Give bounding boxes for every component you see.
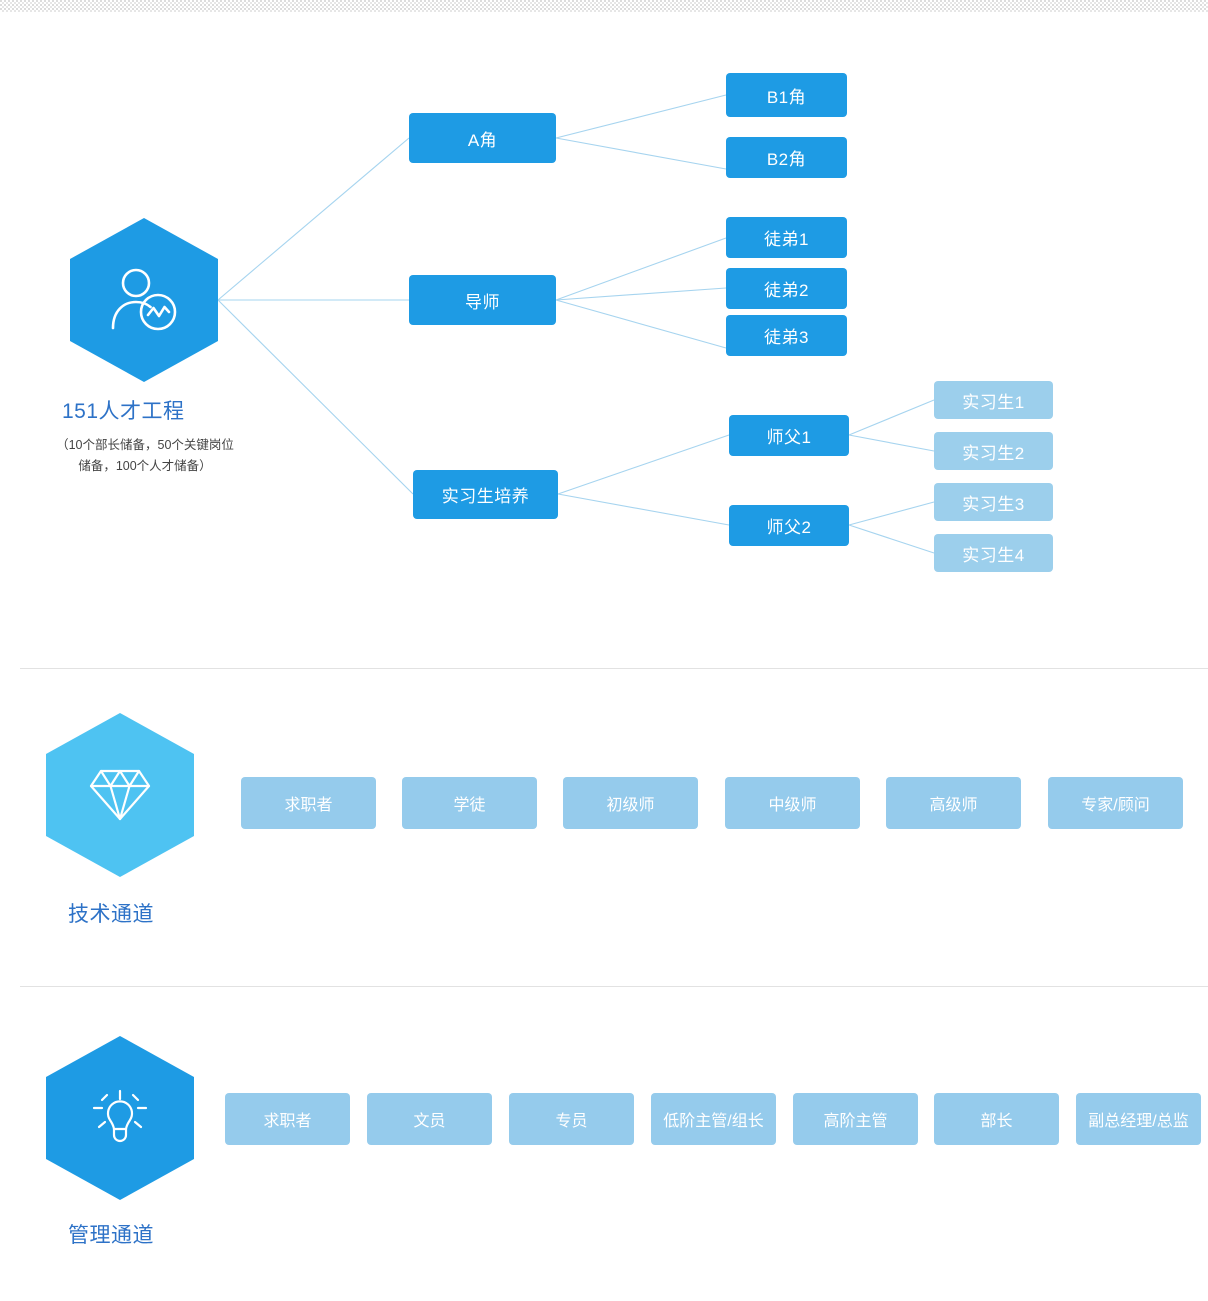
talent-program-hexagon <box>70 218 218 382</box>
section-divider-1 <box>20 668 1208 669</box>
node-a-jiao[interactable]: A角 <box>409 113 556 163</box>
tech-step-4[interactable]: 高级师 <box>886 777 1021 829</box>
lightbulb-icon <box>88 1086 152 1150</box>
tech-step-1[interactable]: 学徒 <box>402 777 537 829</box>
mgmt-step-1[interactable]: 文员 <box>367 1093 492 1145</box>
talent-program-title: 151人才工程 <box>62 400 185 423</box>
node-b1-jiao[interactable]: B1角 <box>726 73 847 117</box>
node-tudi-3[interactable]: 徒弟3 <box>726 315 847 356</box>
management-channel-title: 管理通道 <box>68 1224 154 1247</box>
talent-program-subtitle: （10个部长储备，50个关键岗位 储备，100个人才储备） <box>56 438 234 473</box>
mgmt-step-4[interactable]: 高阶主管 <box>793 1093 918 1145</box>
technical-channel-hexagon <box>46 713 194 877</box>
tech-step-3[interactable]: 中级师 <box>725 777 860 829</box>
node-intern-1[interactable]: 实习生1 <box>934 381 1053 419</box>
node-tudi-1[interactable]: 徒弟1 <box>726 217 847 258</box>
technical-channel-title: 技术通道 <box>68 903 154 926</box>
tech-step-5[interactable]: 专家/顾问 <box>1048 777 1183 829</box>
diamond-icon <box>89 767 151 823</box>
tech-step-0[interactable]: 求职者 <box>241 777 376 829</box>
mgmt-step-0[interactable]: 求职者 <box>225 1093 350 1145</box>
node-intern-2[interactable]: 实习生2 <box>934 432 1053 470</box>
mgmt-step-2[interactable]: 专员 <box>509 1093 634 1145</box>
node-intern-4[interactable]: 实习生4 <box>934 534 1053 572</box>
node-intern-3[interactable]: 实习生3 <box>934 483 1053 521</box>
node-tudi-2[interactable]: 徒弟2 <box>726 268 847 309</box>
node-shifu-2[interactable]: 师父2 <box>729 505 849 546</box>
mgmt-step-6[interactable]: 副总经理/总监 <box>1076 1093 1201 1145</box>
mgmt-step-3[interactable]: 低阶主管/组长 <box>651 1093 776 1145</box>
top-texture-strip <box>0 0 1208 12</box>
node-shifu-1[interactable]: 师父1 <box>729 415 849 456</box>
management-channel-hexagon <box>46 1036 194 1200</box>
node-daoshi[interactable]: 导师 <box>409 275 556 325</box>
node-intern-training[interactable]: 实习生培养 <box>413 470 558 519</box>
tech-step-2[interactable]: 初级师 <box>563 777 698 829</box>
section-divider-2 <box>20 986 1208 987</box>
mgmt-step-5[interactable]: 部长 <box>934 1093 1059 1145</box>
node-b2-jiao[interactable]: B2角 <box>726 137 847 178</box>
person-chart-icon <box>108 266 180 334</box>
